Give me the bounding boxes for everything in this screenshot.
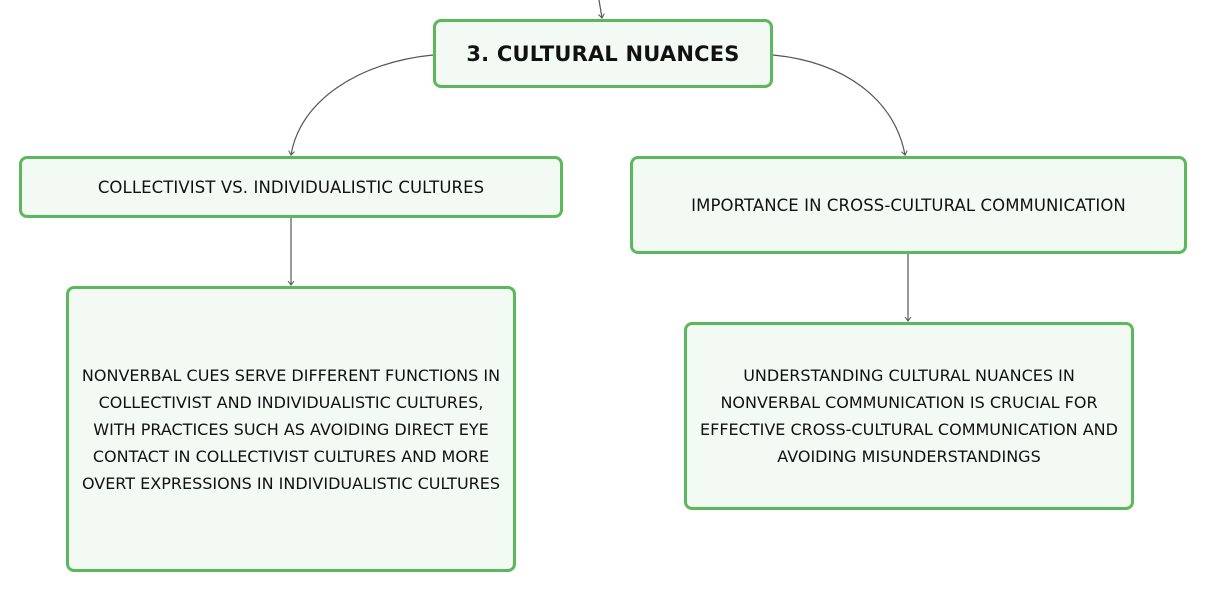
root-node-label: 3. CULTURAL NUANCES (466, 41, 740, 66)
detail-node-text: UNDERSTANDING CULTURAL NUANCES IN NONVER… (700, 366, 1118, 466)
detail-node-text: NONVERBAL CUES SERVE DIFFERENT FUNCTIONS… (81, 365, 501, 493)
branch-node-label: IMPORTANCE IN CROSS-CULTURAL COMMUNICATI… (691, 195, 1126, 215)
connector-parent-to-root (599, 0, 602, 18)
branch-node-label: COLLECTIVIST VS. INDIVIDUALISTIC CULTURE… (97, 177, 485, 197)
detail-node-collectivist-vs-individualistic[interactable]: NONVERBAL CUES SERVE DIFFERENT FUNCTIONS… (66, 286, 516, 572)
branch-node-collectivist-vs-individualistic[interactable]: COLLECTIVIST VS. INDIVIDUALISTIC CULTURE… (19, 156, 563, 218)
branch-node-cross-cultural-importance[interactable]: IMPORTANCE IN CROSS-CULTURAL COMMUNICATI… (630, 156, 1187, 254)
root-node[interactable]: 3. CULTURAL NUANCES (433, 19, 773, 88)
connector-root-to-right-branch (772, 54, 905, 155)
detail-node-cross-cultural-importance[interactable]: UNDERSTANDING CULTURAL NUANCES IN NONVER… (684, 322, 1134, 510)
connector-root-to-left-branch (291, 54, 434, 155)
